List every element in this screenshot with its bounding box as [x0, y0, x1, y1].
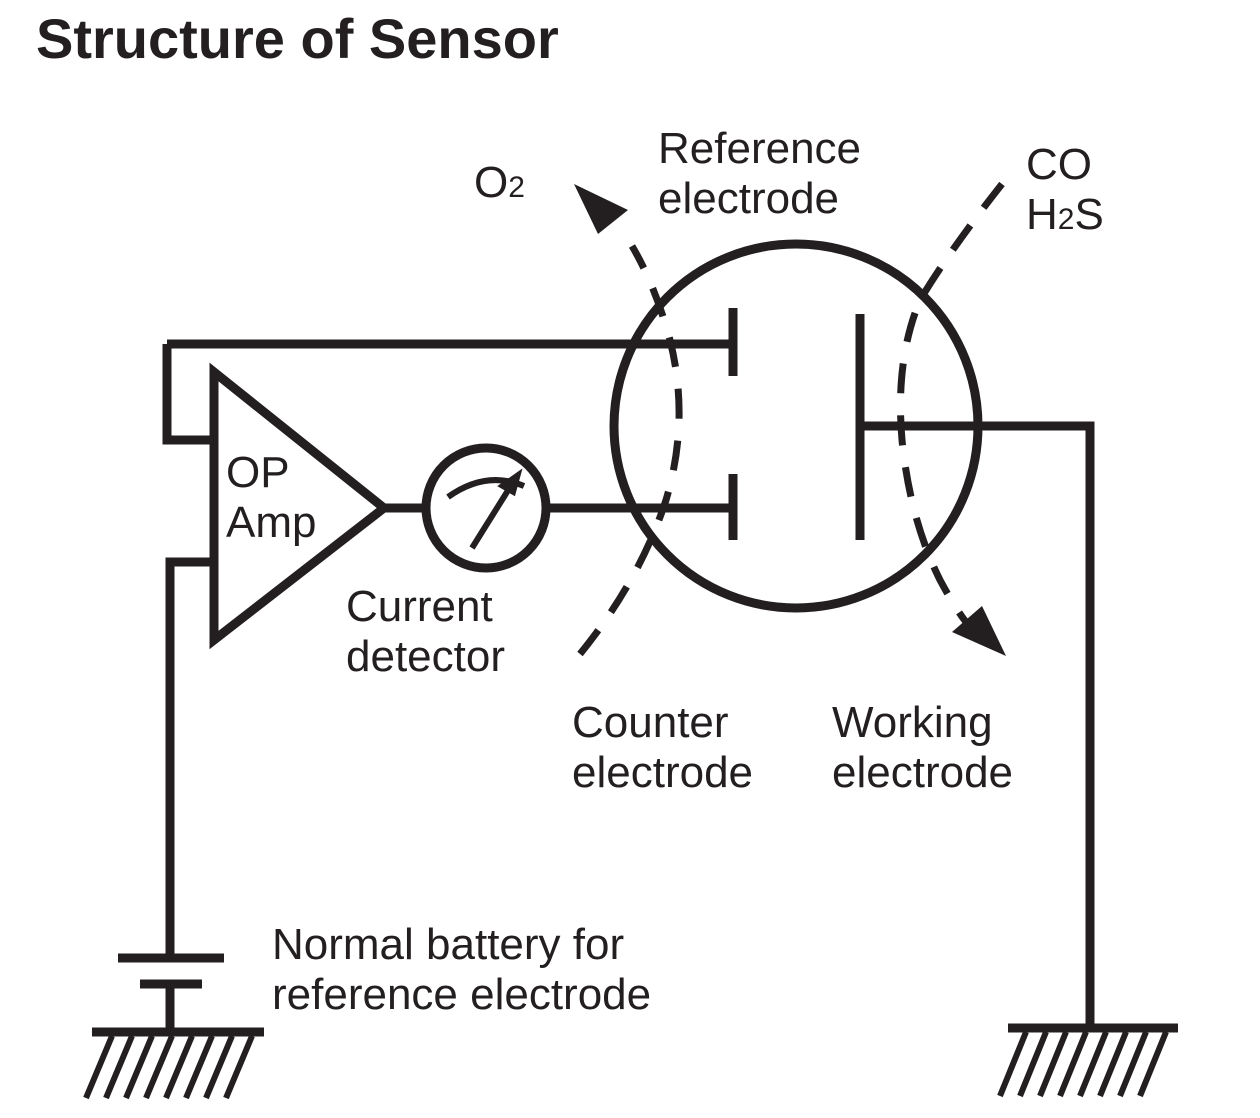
current-label-line1: Current: [346, 582, 493, 631]
working-label-line1: Working: [832, 698, 993, 747]
current-detector-label: Current detector: [346, 582, 505, 682]
o2-flow-dashed-path: [577, 244, 683, 657]
counter-electrode-label: Counter electrode: [572, 698, 753, 798]
op-amp-label: OP Amp: [226, 448, 316, 548]
reference-label-line2: electrode: [658, 174, 840, 223]
op-amp-inverting-wire: [162, 344, 214, 445]
gas-input-label: CO H2S: [1026, 140, 1104, 245]
counter-label-line1: Counter: [572, 698, 729, 747]
h2s-label-s: S: [1074, 190, 1104, 239]
h2s-label: H2S: [1026, 190, 1104, 245]
battery-label: Normal battery for reference electrode: [272, 920, 651, 1020]
battery-label-line2: reference electrode: [272, 970, 652, 1019]
o2-label-main: O: [474, 158, 509, 207]
meter-needle-head: [497, 468, 523, 497]
right-ground-hatch: [997, 1030, 1169, 1098]
current-detector-meter: [421, 443, 551, 573]
op-amp-symbol: [209, 362, 392, 650]
o2-label: O2: [474, 158, 525, 213]
reference-electrode-label: Reference electrode: [658, 124, 861, 224]
h2s-label-h: H: [1026, 190, 1058, 239]
working-electrode-wire: [860, 421, 1095, 1026]
h2s-label-subscript: 2: [1057, 203, 1075, 236]
o2-label-subscript: 2: [508, 171, 525, 204]
co-flow-dashed-path: [897, 181, 1005, 625]
left-ground-hatch: [83, 1034, 255, 1100]
product-arrow-head: [952, 606, 1006, 656]
counter-label-line2: electrode: [572, 748, 754, 797]
working-electrode-label: Working electrode: [832, 698, 1013, 798]
working-label-line2: electrode: [832, 748, 1014, 797]
op-amp-noninverting-wire: [165, 557, 214, 955]
op-amp-label-line2: Amp: [226, 498, 317, 547]
diagram-title: Structure of Sensor: [36, 7, 559, 70]
reference-label-line1: Reference: [658, 124, 862, 173]
o2-arrow-head: [574, 184, 628, 234]
meter-needle: [469, 482, 515, 550]
op-amp-label-line1: OP: [226, 448, 290, 497]
co-label: CO: [1026, 140, 1092, 189]
current-label-line2: detector: [346, 632, 505, 681]
battery-label-line1: Normal battery for: [272, 920, 625, 969]
